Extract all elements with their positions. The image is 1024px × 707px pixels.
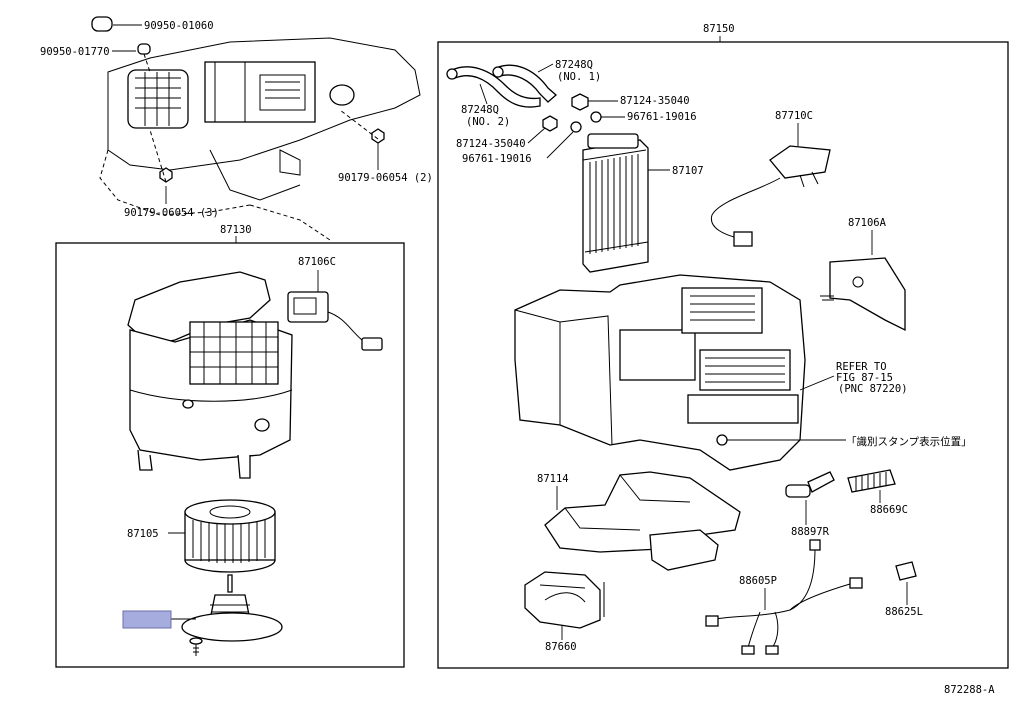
hose-drawing <box>847 469 896 493</box>
group-87130-title: 87130 <box>220 224 252 236</box>
callout-87710C: 87710C <box>775 110 813 122</box>
blower-housing-drawing <box>127 271 293 479</box>
callout-90179-06054-2: 90179-06054 (2) <box>338 172 433 184</box>
refer-note-line2: FIG 87-15 <box>836 372 893 384</box>
callout-90950-01060: 90950-01060 <box>144 20 214 32</box>
callout-87124-35040-right: 87124-35040 <box>620 95 690 107</box>
callout-87106C: 87106C <box>298 256 336 268</box>
callout-96761-19016-right: 96761-19016 <box>627 111 697 123</box>
blower-group-frame <box>55 242 405 668</box>
heater-group-frame <box>437 41 1009 669</box>
hose-joint-drawing <box>785 471 835 498</box>
damper-drawing <box>524 571 605 629</box>
callout-88605P: 88605P <box>739 575 777 587</box>
callout-87248Q-no1: 87248Q <box>555 59 593 71</box>
callout-87107: 87107 <box>672 165 704 177</box>
refer-note-line1: REFER TO <box>836 361 887 373</box>
bracket-drawing <box>820 257 906 332</box>
figure-code: 872288-A <box>944 684 995 696</box>
nut-icon <box>159 167 173 183</box>
callout-87248Q-no2: 87248Q <box>461 104 499 116</box>
blower-motor-drawing <box>181 574 283 642</box>
callout-88897R: 88897R <box>791 526 830 538</box>
callout-96761-19016-left: 96761-19016 <box>462 153 532 165</box>
clamp-icon <box>571 93 589 111</box>
callout-88669C: 88669C <box>870 504 908 516</box>
plug-icon <box>137 43 151 55</box>
stamp-location-note: 「識別スタンプ表示位置」 <box>846 435 972 448</box>
callout-87106A: 87106A <box>848 217 887 229</box>
nut-icon <box>371 128 385 144</box>
heater-core-drawing <box>582 133 649 273</box>
wire-harness-drawing <box>705 539 863 655</box>
highlighted-part-label[interactable] <box>122 610 172 629</box>
callout-87248Q-no2-note: (NO. 2) <box>466 116 510 128</box>
o-ring-icon <box>570 121 582 133</box>
callout-87105: 87105 <box>127 528 159 540</box>
group-87150-title: 87150 <box>703 23 735 35</box>
callout-87660: 87660 <box>545 641 577 653</box>
wire-harness-top-drawing <box>710 145 831 247</box>
callout-87114: 87114 <box>537 473 569 485</box>
callout-90950-01770: 90950-01770 <box>40 46 110 58</box>
heater-case-drawing <box>514 274 806 471</box>
callout-87248Q-no1-note: (NO. 1) <box>557 71 601 83</box>
callout-90179-06054-3: 90179-06054 (3) <box>124 207 219 219</box>
clamp-icon <box>542 115 558 132</box>
screw-icon <box>189 637 203 656</box>
blower-resistor-drawing <box>287 291 383 351</box>
heater-pipes-drawing <box>446 64 557 108</box>
grommet-icon <box>91 16 113 32</box>
callout-88625L: 88625L <box>885 606 923 618</box>
callout-87124-35040-left: 87124-35040 <box>456 138 526 150</box>
duct-drawing <box>544 471 741 571</box>
clip-drawing <box>895 561 917 581</box>
refer-note-line3: (PNC 87220) <box>838 383 908 395</box>
blower-fan-drawing <box>184 499 276 573</box>
o-ring-icon <box>590 111 602 123</box>
dashboard-assembly-drawing <box>91 16 421 241</box>
